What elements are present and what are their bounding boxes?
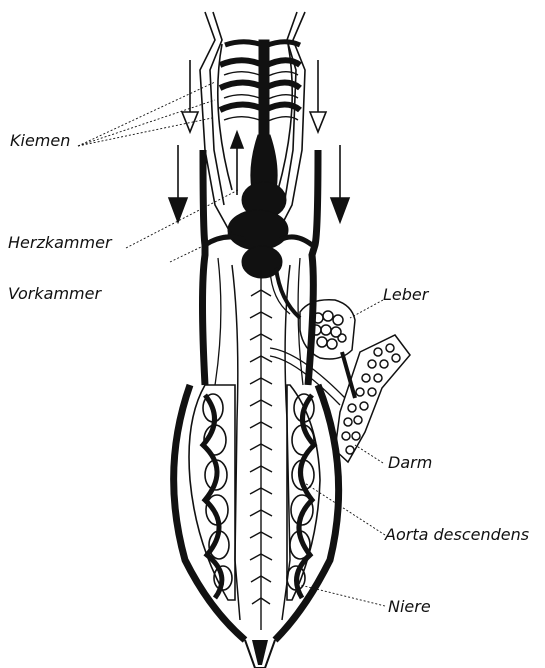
- intestine: [270, 335, 410, 462]
- label-herzkammer: Herzkammer: [8, 233, 113, 252]
- label-leber: Leber: [383, 285, 430, 304]
- label-kiemen: Kiemen: [10, 131, 70, 150]
- kidney-left: [189, 385, 235, 600]
- label-niere: Niere: [388, 597, 431, 616]
- label-aorta-descendens: Aorta descendens: [384, 525, 529, 544]
- dorsal-aorta-segments: [250, 270, 272, 630]
- kidney-right: [287, 385, 320, 600]
- label-darm: Darm: [388, 453, 432, 472]
- label-vorkammer: Vorkammer: [8, 284, 102, 303]
